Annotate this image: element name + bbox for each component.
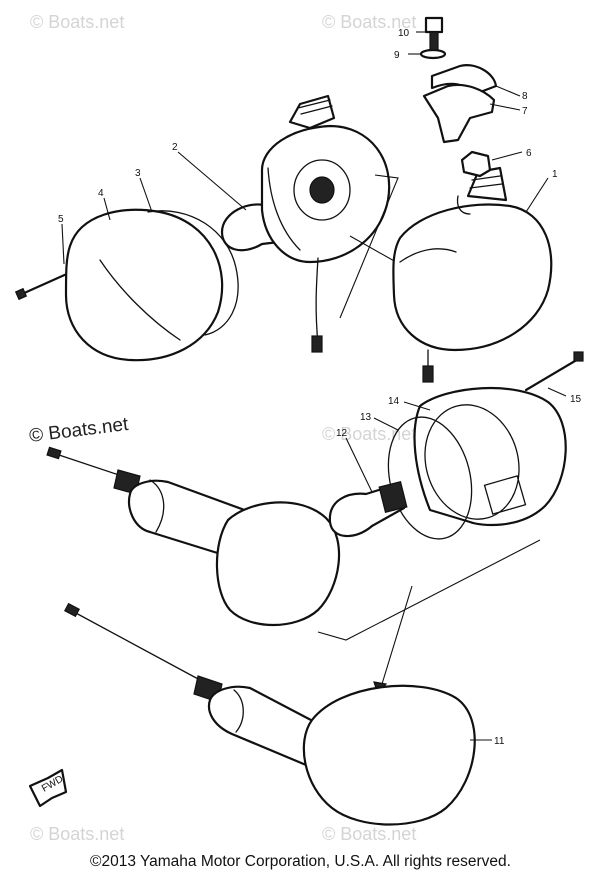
callout-1: 1 (552, 169, 558, 180)
callout-13: 13 (360, 412, 372, 423)
callout-14: 14 (388, 396, 400, 407)
mount-bolt (424, 16, 444, 51)
rear-bracket-line (317, 539, 541, 685)
front-flasher-left-group (14, 94, 391, 362)
callout-9: 9 (394, 50, 400, 61)
callout-11: 11 (494, 736, 505, 747)
forward-direction-icon: FWD (28, 768, 68, 808)
flasher-body-right (392, 203, 553, 352)
callout-2: 2 (172, 142, 178, 153)
callout-6: 6 (526, 148, 532, 159)
watermark-bottom-left: © Boats.net (30, 824, 124, 844)
callout-7: 7 (522, 106, 528, 117)
front-flasher-right-group (392, 166, 553, 383)
lens (64, 208, 224, 362)
watermark-bottom-right: © Boats.net (322, 824, 416, 844)
watermark-top-right: © Boats.net (322, 12, 416, 32)
rear-flasher-upper-group (46, 446, 341, 626)
leader-lines (61, 31, 567, 741)
callout-4: 4 (98, 188, 104, 199)
rear-flasher-lower-group (64, 602, 476, 826)
copyright-notice: ©2013 Yamaha Motor Corporation, U.S.A. A… (90, 853, 511, 870)
lens-gasket (147, 210, 239, 336)
rear-bulb (328, 480, 408, 538)
mount-bracket-group (419, 16, 498, 178)
assembly-bracket-line (339, 174, 399, 319)
mount-nut (460, 150, 492, 178)
callout-5: 5 (58, 214, 64, 225)
callout-12: 12 (336, 428, 348, 439)
callout-10: 10 (398, 28, 410, 39)
callout-15: 15 (570, 394, 582, 405)
mount-clamp-lower (422, 83, 496, 144)
callout-3: 3 (135, 168, 141, 179)
rear-housing-group (328, 351, 584, 540)
watermark-center-dark: © Boats.net (28, 414, 130, 447)
watermark-top-left: © Boats.net (30, 12, 124, 32)
rear-housing (413, 386, 567, 527)
callout-8: 8 (522, 91, 528, 102)
rear-housing-screw (524, 351, 584, 392)
rear-flasher-lens (215, 501, 341, 626)
mount-washer (419, 48, 447, 60)
lower-flasher-lens (302, 684, 476, 826)
